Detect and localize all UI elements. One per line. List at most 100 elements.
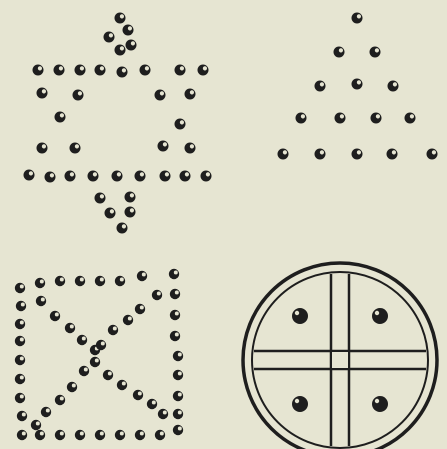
- square-dot: [95, 276, 105, 286]
- triangle-dot: [387, 149, 398, 160]
- triangle-dot-highlight: [357, 14, 361, 18]
- triangle-dot-highlight: [393, 82, 397, 86]
- triangle-dot-highlight: [357, 150, 361, 154]
- star-dot-highlight: [180, 120, 184, 124]
- star-dot: [73, 90, 84, 101]
- square-dot: [55, 395, 65, 405]
- square-dot-highlight: [36, 421, 40, 425]
- square-dot-highlight: [174, 270, 178, 274]
- star-dot: [55, 112, 66, 123]
- star-dot-highlight: [128, 26, 132, 30]
- square-dot: [173, 425, 183, 435]
- star-dot: [104, 32, 115, 43]
- square-dot-highlight: [140, 431, 144, 435]
- square-dot-highlight: [138, 391, 142, 395]
- square-dot: [75, 276, 85, 286]
- triangle-dot: [296, 113, 307, 124]
- square-dot-highlight: [142, 272, 146, 276]
- triangle-dot-highlight: [283, 150, 287, 154]
- triangle-dot-highlight: [320, 82, 324, 86]
- star-dot: [175, 65, 186, 76]
- triangle-dot-highlight: [432, 150, 436, 154]
- square-dot: [155, 430, 165, 440]
- square-dot: [35, 278, 45, 288]
- square-dot-highlight: [46, 408, 50, 412]
- square-dot: [41, 407, 51, 417]
- square-dot: [108, 325, 118, 335]
- star-dot: [125, 192, 136, 203]
- triangle-dot: [371, 113, 382, 124]
- square-dot-highlight: [100, 277, 104, 281]
- square-dot-highlight: [175, 290, 179, 294]
- star-dot-highlight: [60, 113, 64, 117]
- square-dot: [152, 290, 162, 300]
- star-dot: [140, 65, 151, 76]
- square-dot-highlight: [157, 291, 161, 295]
- star-dot-highlight: [160, 91, 164, 95]
- star-dot: [175, 119, 186, 130]
- square-dot: [31, 420, 41, 430]
- star-dot-highlight: [100, 66, 104, 70]
- square-dot-highlight: [40, 431, 44, 435]
- triangle-dot-highlight: [375, 48, 379, 52]
- star-dot: [33, 65, 44, 76]
- circle-with-cross-and-four-dots: [243, 263, 437, 449]
- square-dot-highlight: [80, 277, 84, 281]
- star-dot: [105, 208, 116, 219]
- wheel-dot: [292, 308, 308, 324]
- square-dot-highlight: [178, 426, 182, 430]
- star-dot-highlight: [131, 41, 135, 45]
- square-dot: [75, 430, 85, 440]
- star-dot: [88, 171, 99, 182]
- triangle-dot: [405, 113, 416, 124]
- square-dot: [55, 276, 65, 286]
- star-dot: [24, 170, 35, 181]
- square-dot-highlight: [22, 431, 26, 435]
- star-dot: [180, 171, 191, 182]
- square-dot: [123, 315, 133, 325]
- star-dot: [126, 40, 137, 51]
- square-dot-highlight: [178, 392, 182, 396]
- star-dot-highlight: [180, 66, 184, 70]
- wheel-dot: [372, 308, 388, 324]
- square-dot-highlight: [95, 358, 99, 362]
- triangle-dot-highlight: [301, 114, 305, 118]
- square-dot: [65, 323, 75, 333]
- square-dot: [117, 380, 127, 390]
- star-dot: [75, 65, 86, 76]
- square-dot-highlight: [41, 297, 45, 301]
- star-dot-highlight: [29, 171, 33, 175]
- star-dot: [112, 171, 123, 182]
- star-dot: [37, 143, 48, 154]
- star-dot-highlight: [165, 172, 169, 176]
- square-dot: [16, 301, 26, 311]
- triangle-dot-highlight: [320, 150, 324, 154]
- star-dot-highlight: [130, 208, 134, 212]
- square-with-hourglass-dot-pattern: [15, 269, 183, 440]
- square-dot-highlight: [55, 312, 59, 316]
- square-dot: [170, 331, 180, 341]
- star-dot-highlight: [75, 144, 79, 148]
- square-dot: [115, 430, 125, 440]
- square-dot-highlight: [82, 336, 86, 340]
- star-dot: [115, 45, 126, 56]
- star-dot-highlight: [109, 33, 113, 37]
- star-dot: [158, 141, 169, 152]
- star-dot-highlight: [185, 172, 189, 176]
- square-dot-highlight: [160, 431, 164, 435]
- triangle-dot-highlight: [376, 114, 380, 118]
- star-dot-highlight: [120, 46, 124, 50]
- star-dot-highlight: [130, 193, 134, 197]
- square-dot: [170, 289, 180, 299]
- square-dot-highlight: [72, 383, 76, 387]
- square-dot-highlight: [152, 400, 156, 404]
- star-dot: [70, 143, 81, 154]
- triangle-dot-pattern: [278, 13, 438, 160]
- square-dot-highlight: [70, 324, 74, 328]
- square-dot-highlight: [120, 431, 124, 435]
- star-dot-highlight: [163, 142, 167, 146]
- square-dot-highlight: [20, 320, 24, 324]
- square-dot-highlight: [20, 356, 24, 360]
- triangle-dot: [278, 149, 289, 160]
- star-dot: [185, 89, 196, 100]
